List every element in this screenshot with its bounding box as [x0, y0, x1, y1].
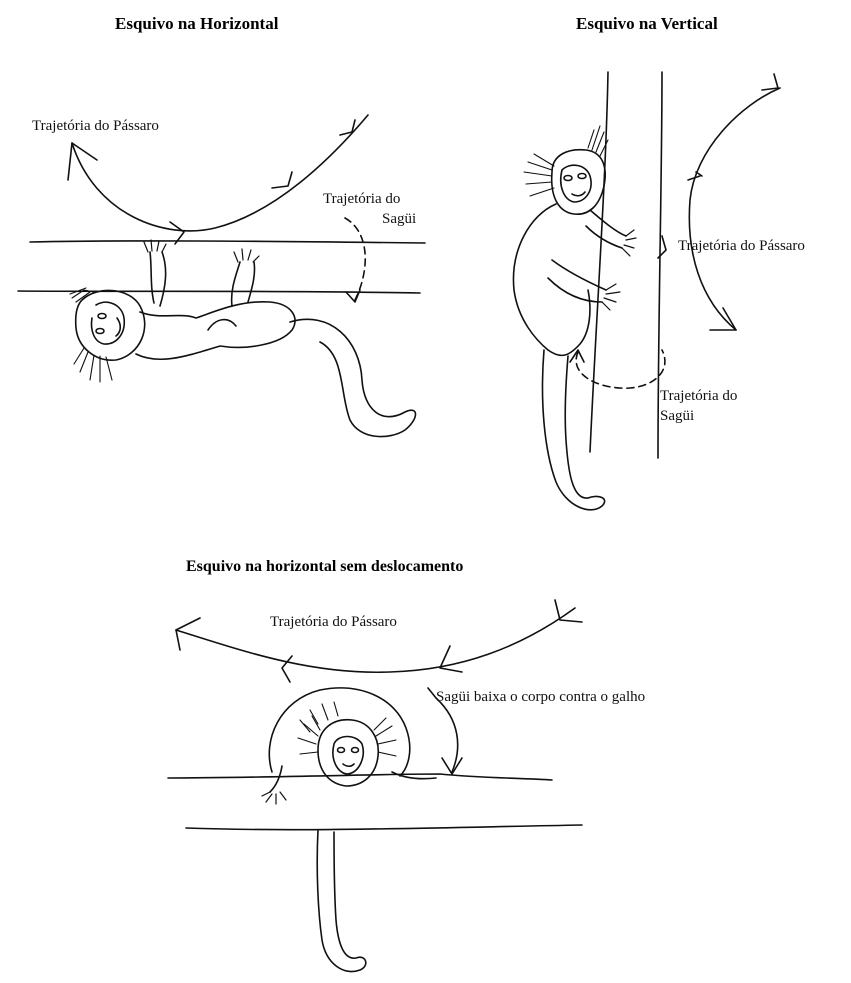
marmoset-hind-leg — [392, 772, 436, 779]
horizontal-bird-arrowhead — [68, 143, 97, 180]
marmoset-head — [76, 290, 145, 360]
no-displacement-branch-bottom — [186, 825, 582, 830]
vertical-monkey-trajectory-dashed — [576, 350, 665, 388]
marmoset-eye-left — [98, 314, 106, 319]
marmoset-eye-left — [338, 748, 345, 753]
horizontal-branch-top — [30, 241, 425, 243]
vertical-marmoset — [513, 126, 636, 510]
marmoset-leg — [232, 262, 255, 306]
horizontal-escape-drawing — [0, 0, 440, 470]
horizontal-monkey-trajectory-dashed — [345, 218, 365, 300]
vertical-bird-chevron-1 — [762, 74, 778, 90]
horizontal-marmoset — [70, 240, 416, 437]
marmoset-leg — [548, 260, 606, 302]
marmoset-ear-tuft-left — [524, 154, 554, 196]
vertical-bird-trajectory-path — [689, 88, 780, 330]
panel-horizontal-escape: Esquivo na Horizontal Trajetória do Páss… — [0, 0, 440, 470]
marmoset-eye-right — [578, 174, 586, 179]
marmoset-eye-right — [352, 748, 359, 753]
marmoset-ear-tuft-right — [374, 718, 396, 756]
panel-vertical-escape: Esquivo na Vertical Trajetória do Pássar… — [440, 0, 851, 530]
marmoset-tail — [543, 350, 605, 510]
marmoset-ear-tuft-bottom — [74, 348, 112, 382]
marmoset-face — [561, 165, 591, 202]
marmoset-mouth — [343, 764, 354, 766]
horizontal-bird-chevron-2 — [272, 172, 292, 188]
marmoset-tail — [290, 319, 416, 436]
no-displacement-bird-trajectory-path — [176, 608, 575, 672]
vertical-escape-drawing — [440, 0, 851, 530]
vertical-trunk-right-edge — [658, 72, 662, 458]
marmoset-mouth — [116, 318, 120, 336]
marmoset-mouth — [572, 192, 585, 196]
marmoset-foot — [602, 284, 620, 310]
marmoset-body — [136, 302, 295, 359]
marmoset-hind-leg — [208, 320, 236, 330]
no-displacement-branch-top — [168, 774, 552, 780]
no-displacement-drawing — [0, 540, 851, 983]
no-displacement-bird-chevron-1 — [555, 600, 582, 622]
marmoset-tail — [317, 830, 366, 972]
horizontal-bird-trajectory-path — [72, 115, 368, 231]
marmoset-body — [269, 688, 409, 776]
marmoset-arm — [586, 210, 626, 248]
panel-no-displacement-escape: Esquivo na horizontal sem deslocamento T… — [0, 540, 851, 983]
marmoset-eye-right — [96, 329, 104, 334]
marmoset-arm — [150, 252, 166, 306]
marmoset-foot — [234, 249, 259, 262]
no-displacement-bird-chevron-2 — [440, 646, 462, 672]
no-displacement-bird-chevron-3 — [282, 656, 292, 682]
marmoset-head — [552, 150, 606, 215]
marmoset-eye-left — [564, 176, 572, 181]
marmoset-front-foot — [262, 792, 286, 804]
marmoset-hand — [622, 230, 636, 256]
marmoset-face — [333, 737, 363, 775]
marmoset-body — [513, 204, 589, 355]
